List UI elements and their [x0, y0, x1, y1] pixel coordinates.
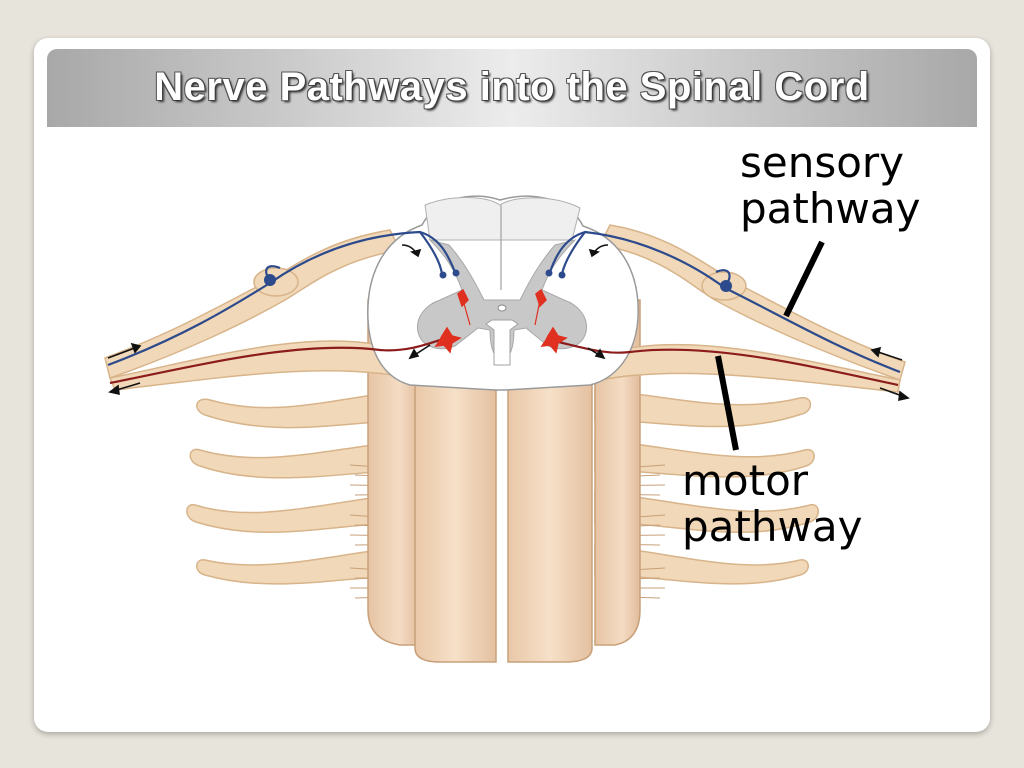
dorsal-columns [424, 197, 581, 241]
motor-label-line1: motor [682, 456, 809, 505]
sensory-pathway-label: sensory pathway [740, 140, 920, 232]
direction-arrows [107, 244, 910, 402]
right-cord-half [507, 379, 593, 663]
sensory-label-line2: pathway [740, 184, 921, 233]
sensory-pointer-line [783, 240, 825, 318]
motor-pathway-lines [109, 338, 899, 387]
right-spinal-nerves [594, 389, 819, 585]
left-spinal-nerves [186, 389, 421, 585]
sensory-neuron-bodies [264, 269, 732, 292]
motor-pathway-label: motor pathway [682, 458, 862, 550]
title-bar: Nerve Pathways into the Spinal Cord [47, 49, 977, 127]
motor-pointer-line [715, 355, 739, 451]
left-upper-nerve [104, 229, 416, 391]
left-outer-column [367, 299, 421, 646]
ventral-fissure [485, 319, 519, 366]
left-cord-half [414, 379, 497, 663]
right-upper-nerve [594, 224, 906, 393]
motor-label-line2: pathway [682, 502, 863, 551]
central-canal [497, 304, 507, 312]
sensory-label-line1: sensory [740, 138, 905, 187]
slide-title: Nerve Pathways into the Spinal Cord [154, 65, 870, 109]
grey-matter [416, 239, 588, 363]
motor-neuron-bodies [434, 288, 568, 354]
right-outer-column [594, 299, 641, 646]
